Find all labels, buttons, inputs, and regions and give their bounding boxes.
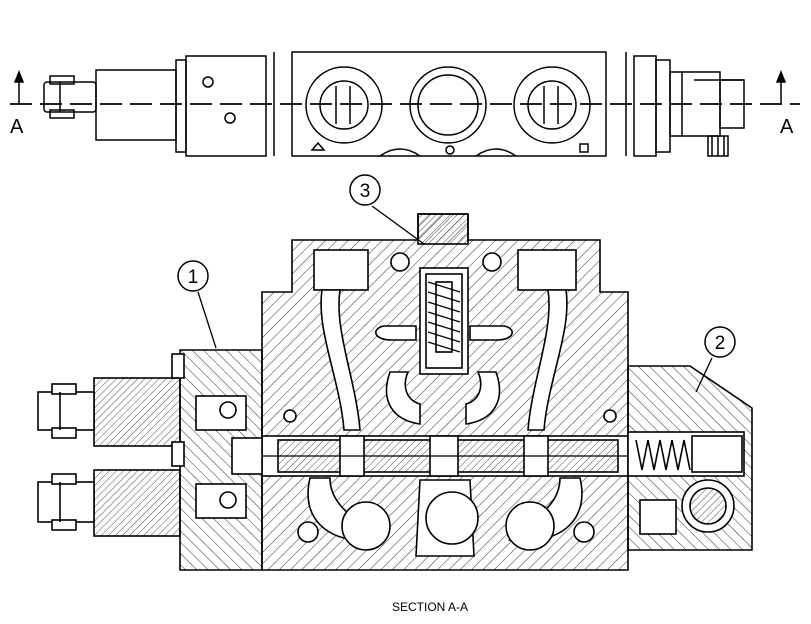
section-view [37,213,753,571]
top-view [10,51,800,157]
section-marker-left: A [10,116,24,138]
callout-1: 1 [177,260,209,292]
section-caption: SECTION A-A [392,600,468,614]
callout-1-label: 1 [188,267,199,288]
callout-3-label: 3 [360,181,371,202]
upper-solenoid [93,377,181,447]
callout-leaders [197,205,713,393]
callout-2-label: 2 [715,333,726,354]
lower-solenoid [93,469,181,537]
callout-3: 3 [349,174,381,206]
callout-2: 2 [704,326,736,358]
section-marker-right: A [780,116,794,138]
